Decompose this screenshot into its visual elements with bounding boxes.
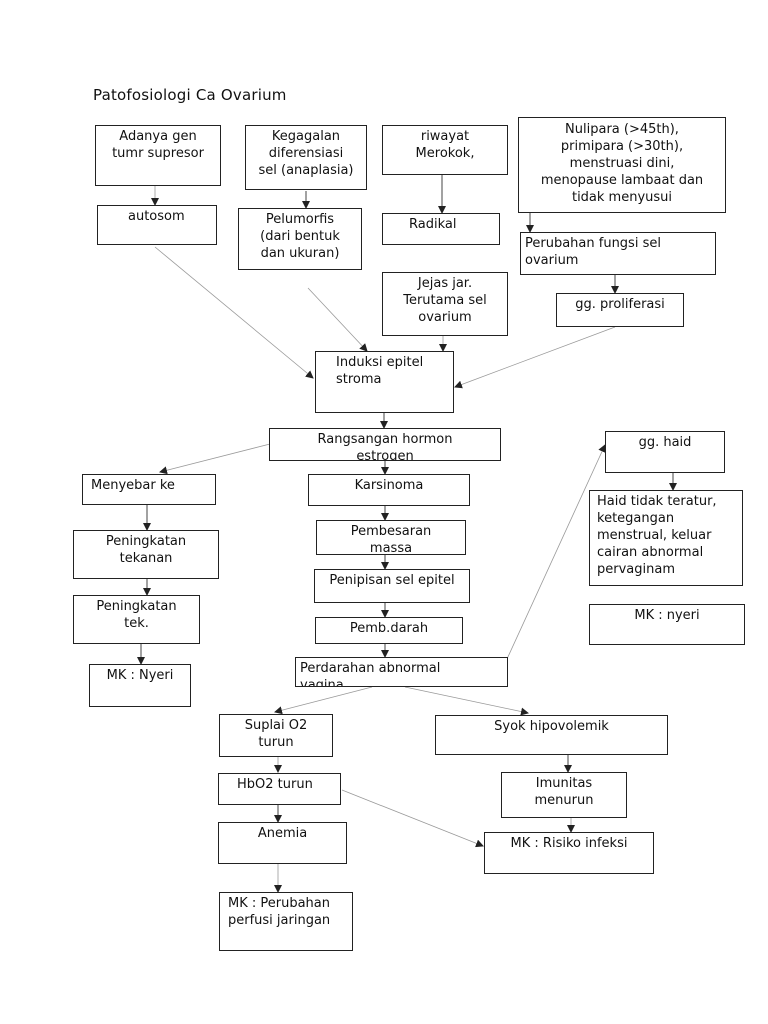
- node-imunitas: Imunitas menurun: [501, 772, 627, 818]
- link-hbo2-risiko: [341, 789, 484, 848]
- node-mk-risiko: MK : Risiko infeksi: [484, 832, 654, 874]
- link-perdarahan-syok: [404, 686, 529, 716]
- node-pemb-darah: Pemb.darah: [315, 617, 463, 644]
- node-rangsangan: Rangsangan hormon estrogen: [269, 428, 501, 461]
- node-gg-proliferasi: gg. proliferasi: [556, 293, 684, 327]
- node-mk-nyeri-left: MK : Nyeri: [89, 664, 191, 707]
- node-menyebar: Menyebar ke: [82, 474, 216, 505]
- node-syok: Syok hipovolemik: [435, 715, 668, 755]
- node-jejas: Jejas jar. Terutama sel ovarium: [382, 272, 508, 336]
- node-gg-haid: gg. haid: [605, 431, 725, 473]
- link-autosom-induksi: [154, 246, 314, 379]
- node-peningkatan-tekanan: Peningkatan tekanan: [73, 530, 219, 579]
- node-riwayat: riwayat Merokok,: [382, 125, 508, 175]
- link-perdarahan-gghaid: [506, 444, 606, 660]
- node-penipisan: Penipisan sel epitel: [314, 569, 470, 603]
- node-pembesaran: Pembesaran massa: [316, 520, 466, 555]
- link-perdarahan-suplai: [274, 686, 373, 715]
- node-perubahan-fungsi: Perubahan fungsi sel ovarium: [520, 232, 716, 275]
- link-pelumorfis-induksi: [307, 287, 368, 352]
- link-rangsangan-menyebar: [159, 443, 271, 475]
- node-kegagalan: Kegagalan diferensiasi sel (anaplasia): [245, 125, 367, 190]
- node-induksi: Induksi epitel stroma: [315, 351, 454, 413]
- node-haid-tidak: Haid tidak teratur, ketegangan menstrual…: [589, 490, 743, 586]
- node-pelumorfis: Pelumorfis (dari bentuk dan ukuran): [238, 208, 362, 270]
- node-perdarahan: Perdarahan abnormal vagina: [295, 657, 508, 687]
- diagram-title: Patofosiologi Ca Ovarium: [93, 86, 287, 104]
- node-hbo2: HbO2 turun: [218, 773, 341, 805]
- node-suplai: Suplai O2 turun: [219, 714, 333, 757]
- node-nulipara: Nulipara (>45th), primipara (>30th), men…: [518, 117, 726, 213]
- node-mk-perubahan: MK : Perubahan perfusi jaringan: [219, 892, 353, 951]
- node-karsinoma: Karsinoma: [308, 474, 470, 506]
- node-adanya-gen: Adanya gen tumr supresor: [95, 125, 221, 186]
- node-anemia: Anemia: [218, 822, 347, 864]
- node-peningkatan-tek: Peningkatan tek.: [73, 595, 200, 644]
- link-gg-induksi: [454, 326, 616, 389]
- node-radikal: Radikal: [382, 213, 500, 245]
- node-autosom: autosom: [97, 205, 217, 245]
- node-mk-nyeri-right: MK : nyeri: [589, 604, 745, 645]
